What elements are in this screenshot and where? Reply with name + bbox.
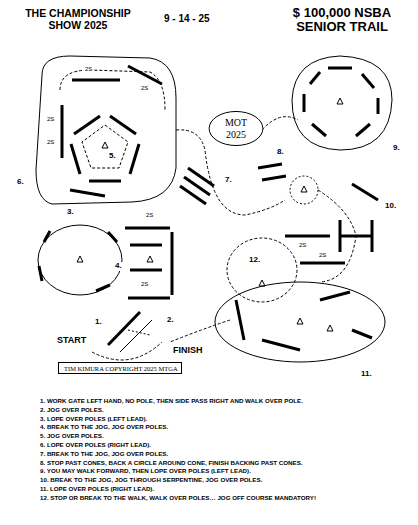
callout-number: 3. [66,208,75,217]
instruction-line: 2. JOG OVER POLES. [40,407,104,414]
course-title: $ 100,000 NSBA SENIOR TRAIL [272,6,412,35]
instruction-line: 7. BREAK TO THE JOG, JOG OVER POLES. [40,451,168,458]
pole-spacing: 2S [84,66,93,73]
pole-spacing: 2S [46,139,55,146]
pole-spacing: 2S [318,252,327,259]
start-label: START [56,336,87,346]
instruction-line: 10. BREAK TO THE JOG, JOG THROUGH SERPEN… [40,477,262,484]
callout-number: 12. [248,256,261,265]
node-text: TIM KIMURA COPYRIGHT 2025 MTGA [64,365,176,372]
instruction-line: 4. BREAK TO THE JOG, JOG OVER POLES. [40,424,168,431]
copyright-box: TIM KIMURA COPYRIGHT 2025 MTGA [58,362,182,374]
instruction-line: 8. STOP PAST CONES, BACK A CIRCLE AROUND… [40,460,303,467]
pole-spacing: 2S [46,116,55,123]
node-text: MOT 2025 [219,117,253,140]
pole-spacing: 2S [145,212,154,219]
callout-number: 7. [224,176,233,185]
instruction-line: 11. LOPE OVER POLES (RIGHT LEAD). [40,486,154,493]
callout-number: 9. [392,144,401,153]
callout-number: 6. [16,178,25,187]
instruction-line: 3. LOPE OVER POLES (LEFT LEAD). [40,416,147,423]
instruction-line: 1. WORK GATE LEFT HAND, NO POLE, THEN SI… [40,398,303,405]
finish-label: FINISH [172,346,204,356]
callout-number: 2. [166,316,175,325]
instruction-line: 12. STOP OR BREAK TO THE WALK, WALK OVER… [40,495,316,502]
callout-number: 1. [94,318,103,327]
instruction-line: 5. JOG OVER POLES. [40,433,104,440]
show-name: THE CHAMPIONSHIP SHOW 2025 [14,8,142,31]
pole-spacing: 2S [140,85,149,92]
instruction-line: 9. YOU MAY WALK FORWARD, THEN LOPE OVER … [40,468,251,475]
event-oval: MOT 2025 [208,110,264,147]
pole-spacing: 2S [298,242,307,249]
callout-number: 8. [276,148,285,157]
callout-number: 5. [108,152,117,161]
callout-number: 4. [114,262,123,271]
callout-number: 10. [384,202,397,211]
instruction-line: 6. LOPE OVER POLES (RIGHT LEAD). [40,442,151,449]
show-date: 9 - 14 - 25 [164,13,210,24]
pole-spacing: 2S [140,281,149,288]
callout-number: 11. [360,370,373,379]
